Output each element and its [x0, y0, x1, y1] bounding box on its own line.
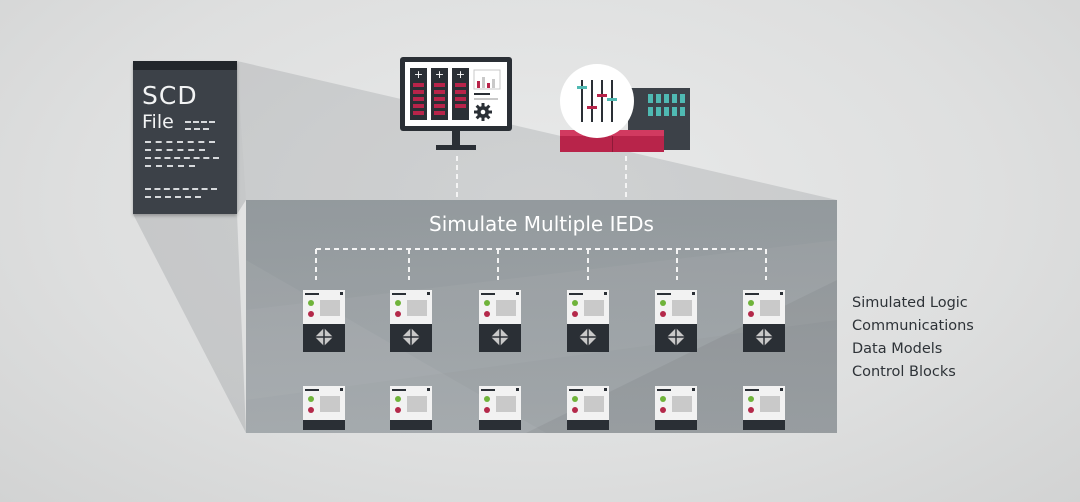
battery-icon: + [452, 68, 469, 120]
device-screen [672, 396, 692, 412]
device-screen [672, 300, 692, 316]
status-led-green [395, 396, 401, 402]
mixer-svg [560, 64, 692, 156]
monitor-svg: + + + [400, 57, 512, 153]
device-screen [584, 300, 604, 316]
ied-device [655, 290, 697, 352]
battery-icon: + [410, 68, 427, 120]
status-led-red [484, 311, 490, 317]
device-screen [584, 396, 604, 412]
ied-box-title: Simulate Multiple IEDs [246, 212, 837, 236]
dpad-icon [667, 328, 685, 346]
dpad-icon [579, 328, 597, 346]
ied-device [303, 290, 345, 352]
text-line [145, 157, 219, 159]
status-led-red [395, 407, 401, 413]
scd-title: SCD [142, 81, 198, 110]
device-screen [320, 300, 340, 316]
device-screen [407, 300, 427, 316]
device-screen [760, 396, 780, 412]
status-led-green [660, 396, 666, 402]
text-line [145, 149, 205, 151]
status-led-green [308, 300, 314, 306]
status-led-green [572, 396, 578, 402]
status-led-green [395, 300, 401, 306]
mixer-sliders-icon [560, 64, 692, 156]
ied-device [567, 290, 609, 352]
battery-icon: + [431, 68, 448, 120]
status-led-red [395, 311, 401, 317]
feature-item: Data Models [852, 338, 974, 361]
feature-item: Control Blocks [852, 361, 974, 384]
device-screen [407, 396, 427, 412]
ied-device [390, 290, 432, 352]
feature-item: Communications [852, 315, 974, 338]
text-line [185, 128, 209, 130]
status-led-red [748, 407, 754, 413]
dpad-icon [402, 328, 420, 346]
status-led-red [308, 407, 314, 413]
ied-device [655, 386, 697, 430]
document-header-bar [133, 61, 237, 70]
device-screen [320, 396, 340, 412]
text-line [145, 196, 201, 198]
ied-device [479, 386, 521, 430]
status-led-red [660, 311, 666, 317]
svg-text:+: + [435, 68, 444, 81]
status-led-green [748, 396, 754, 402]
gear-icon [474, 103, 492, 121]
text-line [185, 121, 215, 123]
status-led-green [660, 300, 666, 306]
ied-device [743, 386, 785, 430]
device-screen [496, 396, 516, 412]
text-line [145, 188, 217, 190]
device-screen [496, 300, 516, 316]
status-led-red [748, 311, 754, 317]
ied-device [303, 386, 345, 430]
beam-left [133, 214, 246, 433]
svg-text:+: + [414, 68, 423, 81]
status-led-red [572, 311, 578, 317]
ied-device [743, 290, 785, 352]
scd-subtitle: File [142, 111, 174, 133]
ied-device [479, 290, 521, 352]
text-line [145, 141, 215, 143]
monitor-base [436, 145, 476, 150]
text-line [145, 165, 195, 167]
device-screen [760, 300, 780, 316]
svg-text:+: + [456, 68, 465, 81]
status-led-green [308, 396, 314, 402]
status-led-green [572, 300, 578, 306]
status-led-green [748, 300, 754, 306]
status-led-red [660, 407, 666, 413]
feature-list: Simulated Logic Communications Data Mode… [852, 292, 974, 384]
beam-top [237, 61, 837, 200]
status-led-green [484, 300, 490, 306]
dpad-icon [491, 328, 509, 346]
dpad-icon [755, 328, 773, 346]
ied-device [390, 386, 432, 430]
scd-file-document: SCD File [133, 61, 237, 214]
feature-item: Simulated Logic [852, 292, 974, 315]
status-led-red [308, 311, 314, 317]
dpad-icon [315, 328, 333, 346]
monitor-dashboard-icon: + + + [400, 57, 512, 153]
status-led-green [484, 396, 490, 402]
status-led-red [484, 407, 490, 413]
ied-simulation-box: Simulate Multiple IEDs [246, 200, 837, 433]
status-led-red [572, 407, 578, 413]
monitor-stand [452, 131, 460, 145]
ied-device [567, 386, 609, 430]
